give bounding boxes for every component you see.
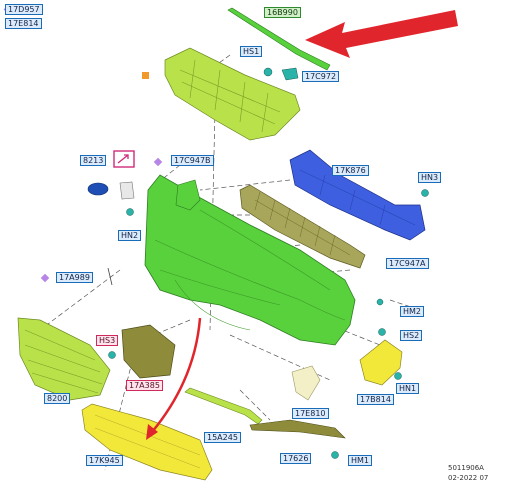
part-label-17k945: 17K945 [86,455,123,466]
bracket-17c947b-part [175,179,201,211]
lower-panel-part [121,324,176,379]
hs3-fastener [108,351,116,359]
part-label-8213: 8213 [80,155,107,166]
part-label-hs1: HS1 [240,46,263,57]
part-label-17626: 17626 [280,453,312,464]
part-label-17e810: 17E810 [292,408,329,419]
lower-spoiler-part [81,403,213,481]
beam-ribs [299,169,416,226]
brand-badge-part [87,182,109,196]
red-arrow-pointer [305,10,458,58]
part-label-17b814: 17B814 [357,394,394,405]
upper-reinforcement-part [164,47,301,141]
bracket-17e810-part [291,365,321,401]
hn3-fastener [421,189,429,197]
part-label-hs3: HS3 [96,335,119,346]
side-bracket-part [359,339,403,386]
part-label-hn1: HN1 [396,383,420,394]
part-label-17c972: 17C972 [302,71,340,82]
diagram-code: 5011906A [448,464,484,472]
legend-code-2: 17E814 [5,18,42,29]
part-label-15a245: 15A245 [204,432,241,443]
legend-code-1: 17D957 [5,4,43,15]
red-curved-arrow [151,317,202,433]
top-strip-part [227,7,331,71]
hn1-fastener [394,372,402,380]
part-label-17a385: 17A385 [126,380,163,391]
bumper-cover-part [144,174,356,346]
bumper-contours [154,209,346,331]
part-label-17c947b: 17C947B [171,155,214,166]
trim-strip-15a245-part [184,387,263,425]
bracket-17c972-part [281,67,299,81]
reinforcement-ribs [179,59,281,133]
part-label-8200: 8200 [44,393,71,404]
legend-row-diamond: = 17D957 [3,4,43,15]
badge-bracket-part [119,181,135,200]
hs2-fastener [378,328,386,336]
absorber-lattice [254,191,351,256]
part-label-17c947a: 17C947A [386,258,429,269]
diagram-date: 02-2022 07 [448,474,489,482]
part-label-hm2: HM2 [400,306,425,317]
part-label-16b990: 16B990 [264,7,301,18]
part-label-17a989: 17A989 [56,272,93,283]
hn2-fastener [126,208,134,216]
grille-slats [24,329,103,394]
hm2-fastener [376,298,384,306]
legend-row-square: = 17E814 [5,18,42,29]
part-label-hn3: HN3 [418,172,442,183]
part-label-hs2: HS2 [400,330,423,341]
hs1-fastener [263,67,273,77]
hm1-fastener [331,451,339,459]
part-label-hm1: HM1 [348,455,373,466]
lower-strip-17626-part [249,419,346,439]
part-label-17k876: 17K876 [332,165,369,176]
blue-beam-part [289,149,426,241]
part-label-hn2: HN2 [118,230,142,241]
